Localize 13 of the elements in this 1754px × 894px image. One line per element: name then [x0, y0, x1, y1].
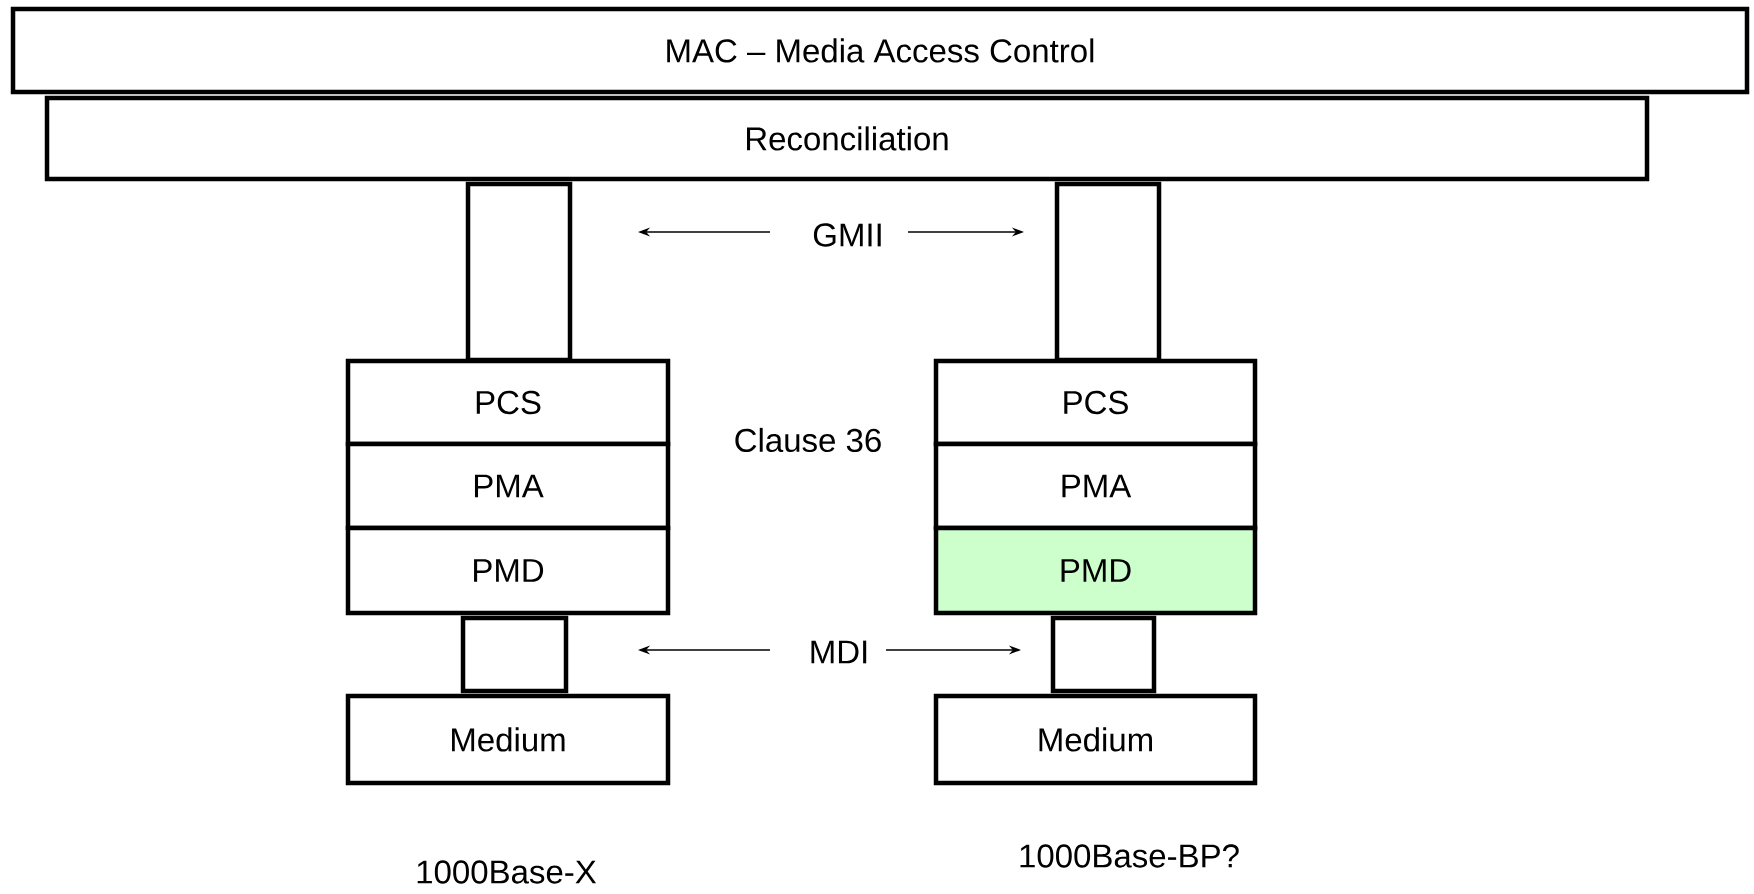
interface-label: MDI — [811, 640, 867, 664]
interface-label: GMII — [813, 223, 881, 247]
interface-bar — [460, 615, 569, 694]
layer-box: PCS — [345, 358, 671, 447]
layer-box: PMA — [345, 441, 671, 531]
clause-label: Clause 36 — [735, 427, 881, 453]
layer-box: PCS — [933, 358, 1258, 447]
layer-box: MAC – Media Access Control — [10, 6, 1750, 95]
stack-label: 1000Base-X — [417, 860, 597, 884]
layer-box: PMD — [933, 525, 1258, 616]
stack-label: 1000Base-BP? — [1020, 844, 1239, 868]
interface-bar — [1050, 615, 1157, 694]
layer-box: PMA — [933, 441, 1258, 531]
